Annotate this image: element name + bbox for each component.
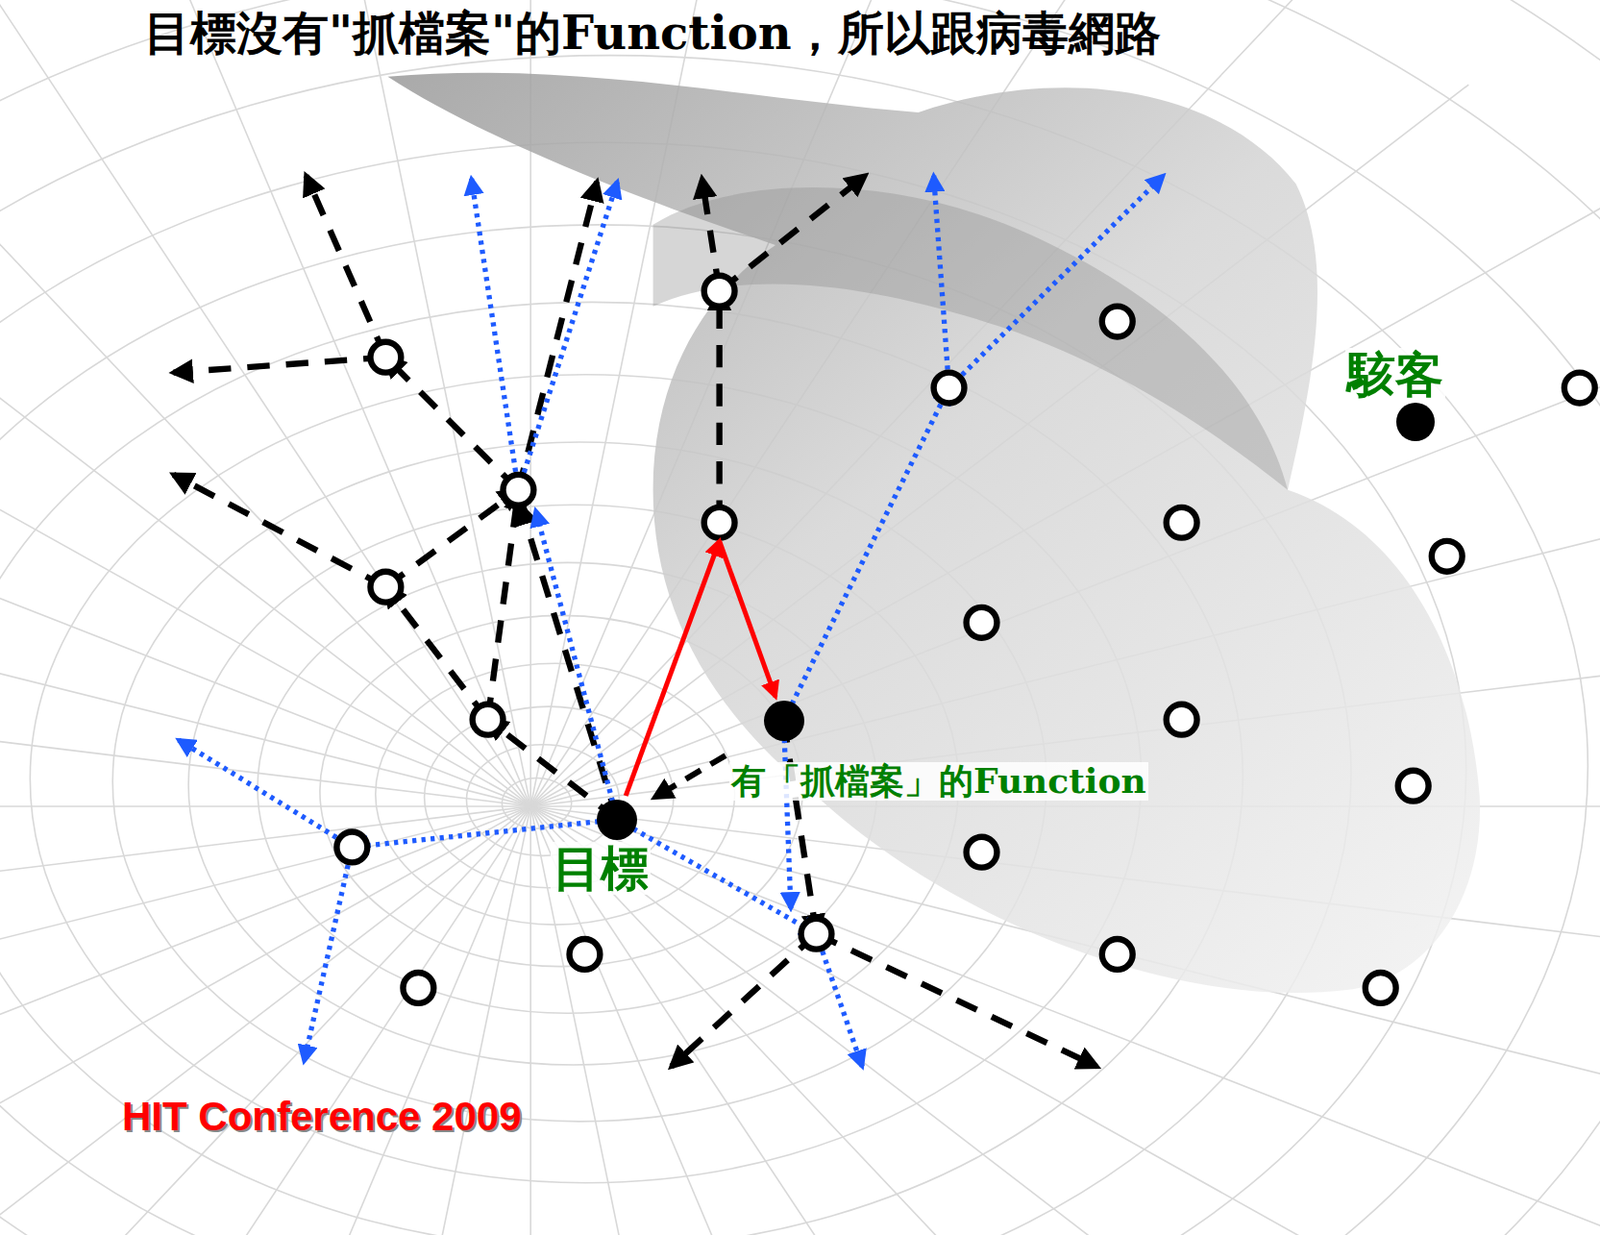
- dotted-arrow: [815, 934, 862, 1067]
- host-circle: [704, 507, 736, 539]
- grid-line: [0, 805, 531, 808]
- dotted-arrow: [784, 388, 950, 721]
- host-circle: [704, 275, 736, 307]
- dotted-arrow: [784, 720, 791, 909]
- dashed-arrow: [520, 505, 618, 820]
- node-label: 有「抓檔案」的Function: [729, 762, 1149, 801]
- grid-line: [0, 206, 531, 807]
- dashed-arrow: [488, 719, 618, 820]
- dotted-arrow: [471, 178, 519, 491]
- host-circles: [336, 275, 1595, 1004]
- host-node: 駭客: [1341, 344, 1450, 445]
- grid-line: [0, 0, 531, 807]
- host-circle: [1102, 938, 1133, 970]
- grid-ring: [375, 663, 736, 925]
- host-circle: [1431, 541, 1463, 572]
- dashed-arrow: [815, 934, 1097, 1067]
- dashed-arrow: [488, 490, 519, 720]
- host-circle: [502, 474, 534, 506]
- hat-shape: [388, 73, 1481, 993]
- host-circle: [472, 704, 504, 736]
- dotted-arrow: [517, 181, 617, 491]
- host-node: 有「抓檔案」的Function: [725, 696, 1153, 805]
- node-label: 目標: [550, 841, 651, 895]
- title: 目標沒有"抓檔案"的Function，所以跟病毒網路: [144, 5, 1161, 62]
- host-circle: [369, 571, 401, 603]
- connector-segment: [654, 755, 726, 798]
- grid-line: [322, 806, 531, 1235]
- grid-ring: [501, 777, 571, 829]
- grid-line: [529, 806, 532, 1235]
- dashed-arrow: [385, 587, 488, 720]
- watermark: HIT Conference 2009: [122, 1093, 522, 1140]
- host-dot: [596, 799, 638, 840]
- spread-arrows: [173, 175, 1164, 1067]
- dashed-arrow: [671, 934, 817, 1067]
- host-circle: [569, 938, 601, 970]
- grid-line: [530, 806, 941, 1235]
- dotted-arrow: [535, 510, 617, 820]
- dotted-arrow: [934, 175, 950, 389]
- dashed-arrow: [719, 175, 866, 292]
- host-circle: [966, 607, 998, 639]
- host-circle: [1102, 306, 1133, 338]
- grid-ring: [0, 55, 1588, 1235]
- dotted-arrow: [949, 175, 1164, 389]
- host-circle: [336, 831, 368, 862]
- dotted-arrow: [303, 846, 352, 1061]
- host-circle: [1365, 972, 1397, 1004]
- connector: [625, 541, 776, 796]
- host-dot: [763, 700, 805, 741]
- host-circle: [1166, 507, 1198, 539]
- connector-segment: [719, 541, 776, 697]
- dotted-arrow: [178, 739, 353, 847]
- dashed-arrow: [784, 720, 817, 935]
- dashed-arrow: [385, 490, 518, 588]
- host-circle: [1398, 770, 1429, 802]
- host-circle: [966, 836, 998, 868]
- dashed-arrow: [517, 181, 597, 491]
- dashed-arrow: [385, 357, 518, 491]
- node-label: 駭客: [1345, 347, 1446, 401]
- host-dot: [1396, 402, 1435, 442]
- dashed-arrow: [306, 175, 387, 358]
- dashed-arrow: [173, 357, 387, 373]
- hat-band: [653, 187, 1288, 491]
- host-circle: [934, 372, 965, 404]
- dashed-arrow: [173, 474, 387, 588]
- host-circle: [369, 342, 401, 373]
- host-circle: [402, 972, 434, 1004]
- host-circle: [1564, 372, 1596, 404]
- grid-line: [0, 806, 531, 966]
- host-node: 目標: [546, 795, 655, 899]
- host-circle: [801, 918, 833, 950]
- connector: [654, 755, 726, 798]
- dashed-arrow: [715, 291, 722, 523]
- connector-segment: [625, 541, 719, 796]
- host-circle: [1166, 704, 1198, 736]
